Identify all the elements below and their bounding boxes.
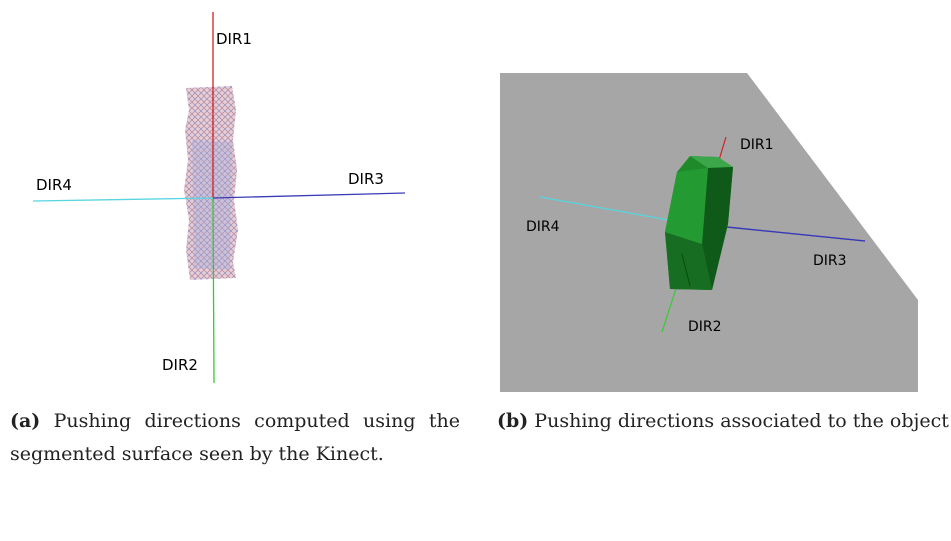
caption-a: (a) Pushing directions computed using th… [10,405,460,471]
dir4-axis [32,197,214,202]
dir3-axis [212,192,406,199]
figure-a-canvas: DIR1 DIR2 DIR3 DIR4 [32,12,406,384]
dir2-label: DIR2 [688,319,722,335]
dir4-label: DIR4 [526,219,560,235]
dir4-axis [539,196,681,223]
dir3-axis-front [727,226,866,242]
figure-b: DIR1 DIR2 DIR3 DIR4 [490,0,951,400]
point-cloud-shade [192,140,232,270]
caption-b: (b) Pushing directions associated to the… [497,405,949,438]
dir4-label: DIR4 [36,176,72,194]
caption-a-tag: (a) [10,410,41,432]
convex-hull [665,156,733,290]
dir3-label: DIR3 [348,170,384,188]
dir3-label: DIR3 [813,253,847,269]
figure-b-canvas: DIR1 DIR2 DIR3 DIR4 [500,73,918,392]
dir1-label: DIR1 [740,137,774,153]
dir2-label: DIR2 [162,356,198,374]
point-cloud [184,86,238,280]
caption-b-text: Pushing directions associated to the obj… [534,410,949,432]
figure-a: DIR1 DIR2 DIR3 DIR4 [0,0,480,400]
caption-a-text: Pushing directions computed using the se… [10,410,460,465]
dir2-axis [212,197,215,384]
dir1-label: DIR1 [216,30,252,48]
caption-b-tag: (b) [497,410,529,432]
